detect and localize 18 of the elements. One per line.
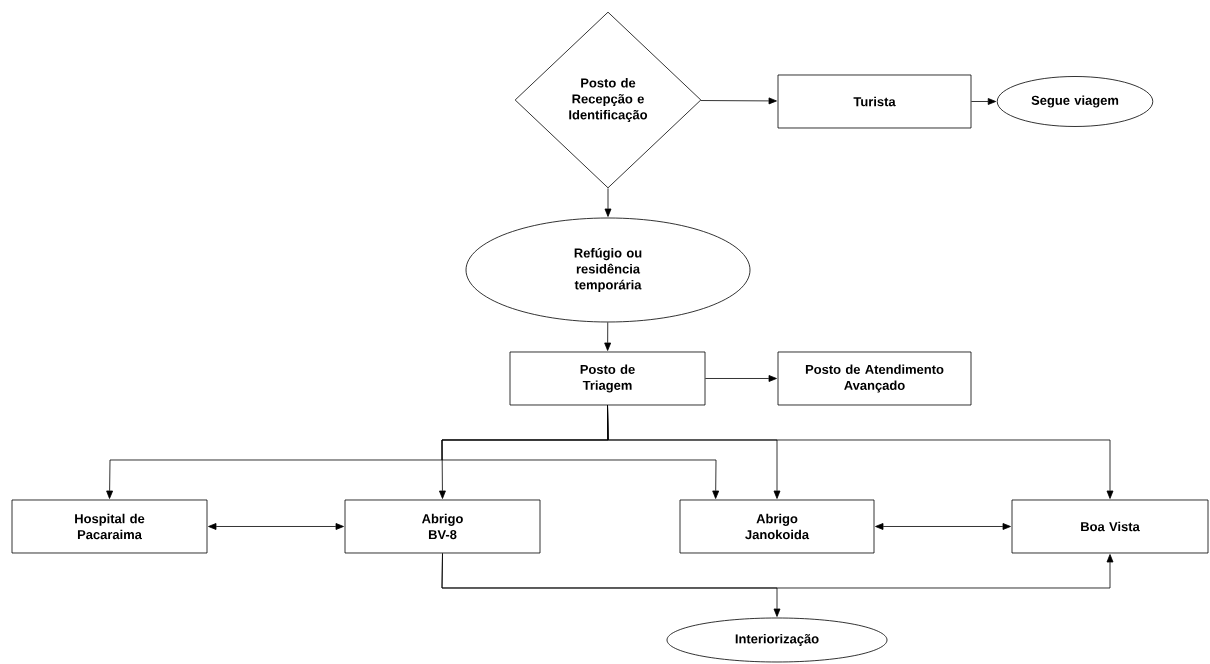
arrow	[604, 188, 612, 217]
arrow	[971, 98, 997, 105]
process-box: Posto de Triagem	[509, 351, 706, 406]
process-box: Abrigo BV-8	[344, 499, 541, 554]
arrow	[208, 523, 344, 530]
arrow	[441, 553, 1114, 589]
process-box: Hospital de Pacaraima	[11, 499, 208, 554]
arrow	[875, 523, 1011, 530]
arrow	[705, 375, 777, 382]
arrow	[700, 97, 777, 105]
process-box: Boa Vista	[1011, 499, 1209, 554]
process-box: Posto de Atendimento Avançado	[777, 351, 972, 406]
arrow	[607, 405, 1114, 499]
process-box: Abrigo Janokoida	[679, 499, 875, 554]
process-box: Turista	[777, 74, 972, 129]
decision-diamond	[514, 11, 702, 189]
arrow	[604, 322, 612, 351]
node-label: Posto de Recepção e Identificação	[569, 78, 648, 122]
